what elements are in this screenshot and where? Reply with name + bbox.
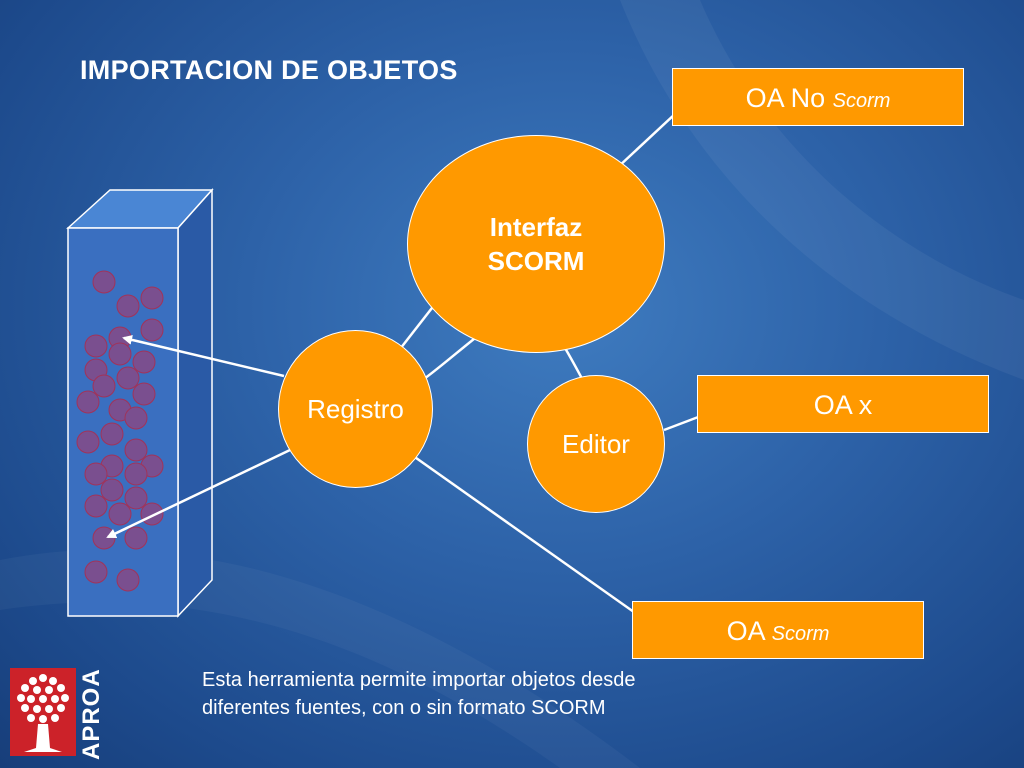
oa-scorm-main: OA [726,616,772,646]
repository-ball [116,568,140,592]
oa-no-scorm-sub: Scorm [832,90,891,112]
repository-ball [140,286,164,310]
repository-ball [108,342,132,366]
repository-ball [124,486,148,510]
footnote: Esta herramienta permite importar objeto… [202,666,802,722]
oa-no-scorm-box: OA No Scorm [672,68,964,126]
oa-scorm-sub: Scorm [771,623,830,645]
repository-ball [116,294,140,318]
repository-ball [132,350,156,374]
repository-ball [124,438,148,462]
arrow-oa-scorm-to-registro [400,446,649,624]
editor-node: Editor [527,375,665,513]
oa-scorm-box: OA Scorm [632,601,924,659]
arrow-registro-to-repository-lower [106,448,291,539]
repository-ball [100,478,124,502]
oa-x-box: OA x [697,375,989,433]
repository-ball [100,422,124,446]
interfaz-line2: SCORM [487,246,585,276]
repository-ball [84,494,108,518]
repository-ball [84,560,108,584]
slide-title: IMPORTACION DE OBJETOS [80,55,458,85]
repository-ball [76,390,100,414]
footnote-line2: diferentes fuentes, con o sin formato SC… [202,697,606,719]
aproa-tree-logo-icon [10,668,76,756]
repository-ball [84,462,108,486]
repository-ball [92,270,116,294]
footnote-line1: Esta herramienta permite importar objeto… [202,669,636,691]
arrow-registro-to-repository-upper [122,334,285,378]
repository-balls [76,270,164,592]
repository-ball [84,334,108,358]
repository-ball [132,382,156,406]
repository-ball [124,526,148,550]
interfaz-line1: Interfaz [489,212,583,242]
interfaz-scorm-node: Interfaz SCORM [407,135,665,353]
editor-label: Editor [562,428,630,459]
repository-ball [92,374,116,398]
repository-ball [116,366,140,390]
aproa-logo-text: APROA [78,668,105,760]
oa-no-scorm-main: OA No [745,83,833,113]
registro-label: Registro [307,393,404,424]
repository-ball [124,462,148,486]
repository-ball [124,406,148,430]
database-repository-icon [66,188,214,618]
oa-x-main: OA x [813,390,873,420]
repository-ball [140,318,164,342]
repository-ball [76,430,100,454]
repository-ball [108,502,132,526]
registro-node: Registro [278,330,433,488]
